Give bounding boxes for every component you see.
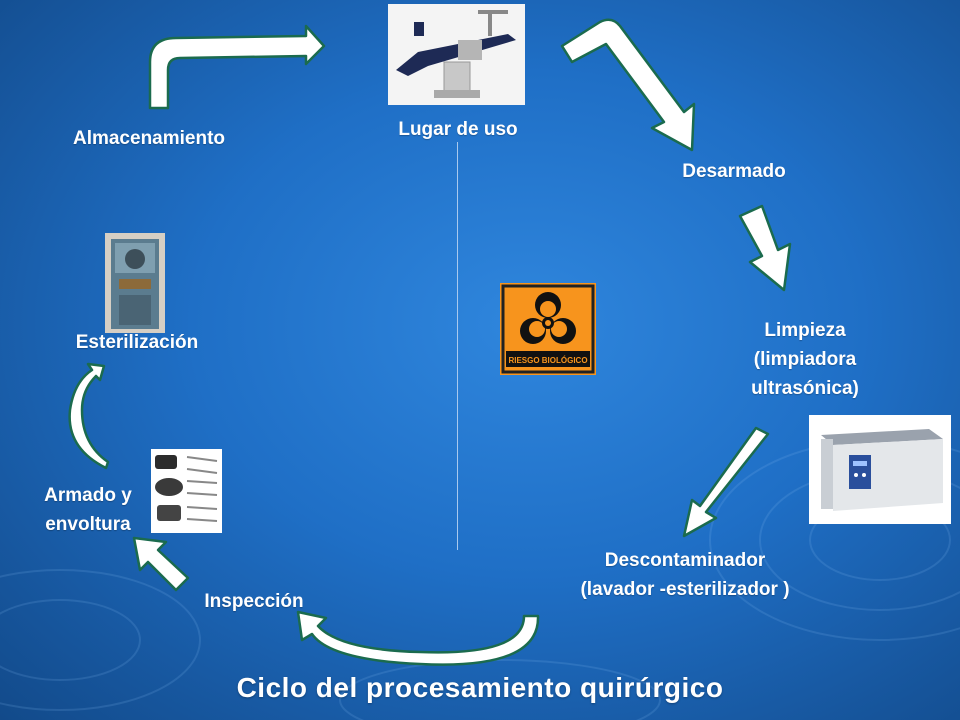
biohazard-sign-image: RIESGO BIOLÓGICO bbox=[500, 283, 596, 375]
surgical-instruments-image bbox=[151, 449, 222, 533]
label-descontaminador-line2: (lavador -esterilizador ) bbox=[580, 579, 790, 600]
arrow-limpieza-to-descontaminador bbox=[682, 426, 770, 538]
label-descontaminador: Descontaminador (lavador -esterilizador … bbox=[540, 546, 830, 604]
center-divider-line bbox=[457, 142, 458, 550]
label-desarmado: Desarmado bbox=[682, 161, 786, 182]
label-limpieza-line1: Limpieza bbox=[764, 320, 846, 341]
arrow-almacenamiento-to-lugar bbox=[148, 24, 326, 110]
arrow-armado-to-esterilizacion bbox=[68, 362, 110, 470]
label-esterilizacion: Esterilización bbox=[75, 332, 199, 353]
operating-table-image bbox=[388, 4, 525, 105]
label-lugar-de-uso: Lugar de uso bbox=[398, 119, 518, 140]
label-descontaminador-line1: Descontaminador bbox=[604, 550, 766, 571]
label-limpieza-line2: (limpiadora bbox=[753, 349, 857, 370]
label-armado-line2: envoltura bbox=[45, 514, 131, 535]
label-armado: Armado y envoltura bbox=[24, 481, 152, 539]
arrow-descontaminador-to-inspeccion bbox=[296, 610, 540, 666]
label-limpieza: Limpieza (limpiadora ultrasónica) bbox=[720, 316, 890, 403]
arrow-desarmado-to-limpieza bbox=[738, 204, 792, 292]
label-limpieza-line3: ultrasónica) bbox=[751, 378, 859, 399]
label-inspeccion: Inspección bbox=[204, 591, 304, 612]
ultrasonic-cleaner-image bbox=[809, 415, 951, 524]
label-armado-line1: Armado y bbox=[44, 485, 132, 506]
diagram-title: Ciclo del procesamiento quirúrgico bbox=[236, 672, 724, 703]
arrow-inspeccion-to-armado bbox=[132, 536, 190, 592]
biohazard-sign-text: RIESGO BIOLÓGICO bbox=[508, 356, 587, 365]
label-almacenamiento: Almacenamiento bbox=[72, 128, 226, 149]
sterilizer-image bbox=[105, 233, 165, 333]
arrow-lugar-to-desarmado bbox=[560, 18, 696, 152]
